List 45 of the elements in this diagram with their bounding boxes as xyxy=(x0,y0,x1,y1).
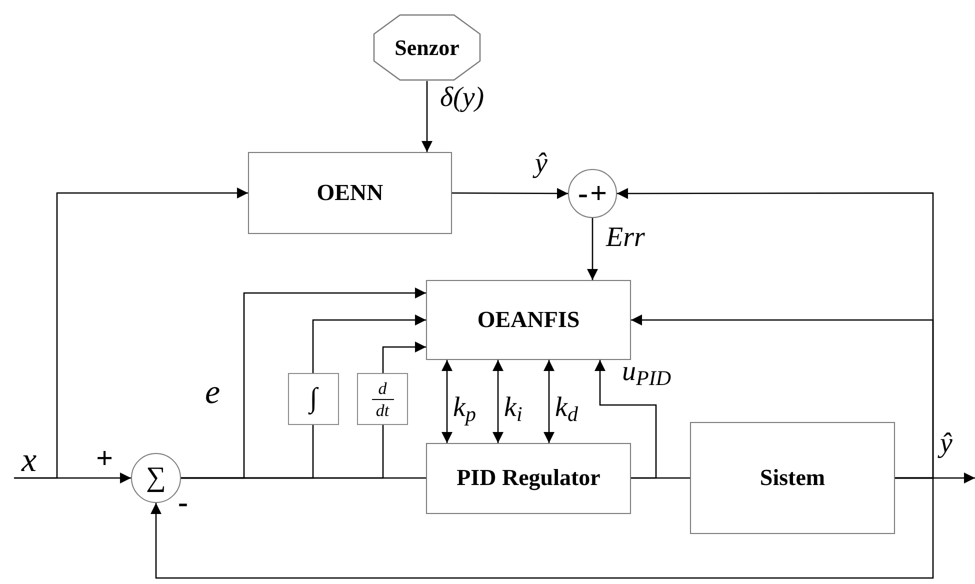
process-box xyxy=(426,443,631,514)
arrow xyxy=(422,81,432,152)
math-symbol: ∑ xyxy=(146,464,166,492)
variable-label: x xyxy=(21,444,37,478)
arrow xyxy=(631,314,934,479)
integrator-box xyxy=(288,373,339,425)
connector-line xyxy=(181,477,426,479)
edge-label: ŷ xyxy=(940,430,952,458)
connector-line xyxy=(631,477,690,479)
sensor-octagon xyxy=(373,14,481,81)
edge-label: k$_{d}$ xyxy=(555,394,578,422)
edge-label: k$_{i}$ xyxy=(504,394,522,422)
arrow xyxy=(14,472,131,484)
sign: + xyxy=(590,178,608,208)
edge-label: Err xyxy=(606,224,645,252)
process-box xyxy=(426,280,631,360)
math-symbol: dt xyxy=(376,402,390,418)
arrow xyxy=(544,360,554,443)
arrow xyxy=(594,360,657,479)
edge-label: ŷ xyxy=(535,150,548,178)
node-label: OEANFIS xyxy=(477,306,580,334)
arrow xyxy=(452,188,568,199)
sign-label: + xyxy=(96,444,114,474)
summing-junction xyxy=(568,169,617,218)
sign-label: - xyxy=(178,488,188,518)
edge-label: δ(y) xyxy=(440,84,484,112)
node-label: Sistem xyxy=(760,464,826,492)
derivative-box xyxy=(357,373,408,425)
node-label: PID Regulator xyxy=(456,464,600,492)
arrow xyxy=(312,314,426,373)
math-symbol: d xyxy=(378,380,387,396)
process-box xyxy=(690,422,895,534)
node-label: Senzor xyxy=(394,34,460,62)
process-box xyxy=(248,152,452,234)
arrow xyxy=(492,360,504,443)
arrow xyxy=(442,360,452,443)
sign: - xyxy=(578,178,588,208)
arrow xyxy=(382,342,426,373)
arrow xyxy=(587,218,598,280)
math-symbol: ∫ xyxy=(310,385,318,413)
summing-junction xyxy=(131,453,181,503)
node-label: OENN xyxy=(316,178,384,207)
arrow xyxy=(150,477,934,579)
edge-label: u$_{PID}$ xyxy=(622,358,671,386)
edge-label: e xyxy=(205,376,220,410)
